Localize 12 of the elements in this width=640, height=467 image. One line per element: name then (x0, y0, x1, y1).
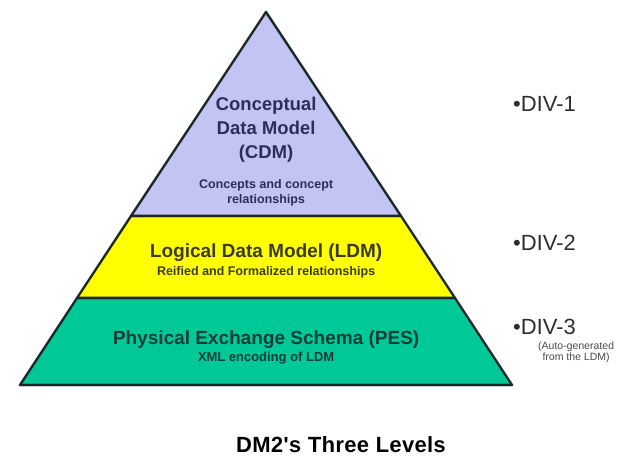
level-title: Conceptual Data Model (CDM) (214, 92, 318, 164)
level-description: Concepts and concept relationships (198, 177, 334, 207)
diagram-caption: DM2's Three Levels (236, 431, 446, 459)
division-note: (Auto-generated from the LDM) (537, 341, 615, 363)
level-title: Logical Data Model (LDM) (150, 241, 382, 263)
division-label: •DIV-2 (513, 229, 576, 256)
level-description: Reified and Formalized relationships (156, 264, 376, 278)
level-title: Physical Exchange Schema (PES) (112, 328, 420, 350)
pyramid-level (17, 295, 515, 388)
division-label: •DIV-3 (513, 313, 576, 340)
level-description: XML encoding of LDM (198, 350, 334, 364)
division-label: •DIV-1 (513, 90, 576, 117)
